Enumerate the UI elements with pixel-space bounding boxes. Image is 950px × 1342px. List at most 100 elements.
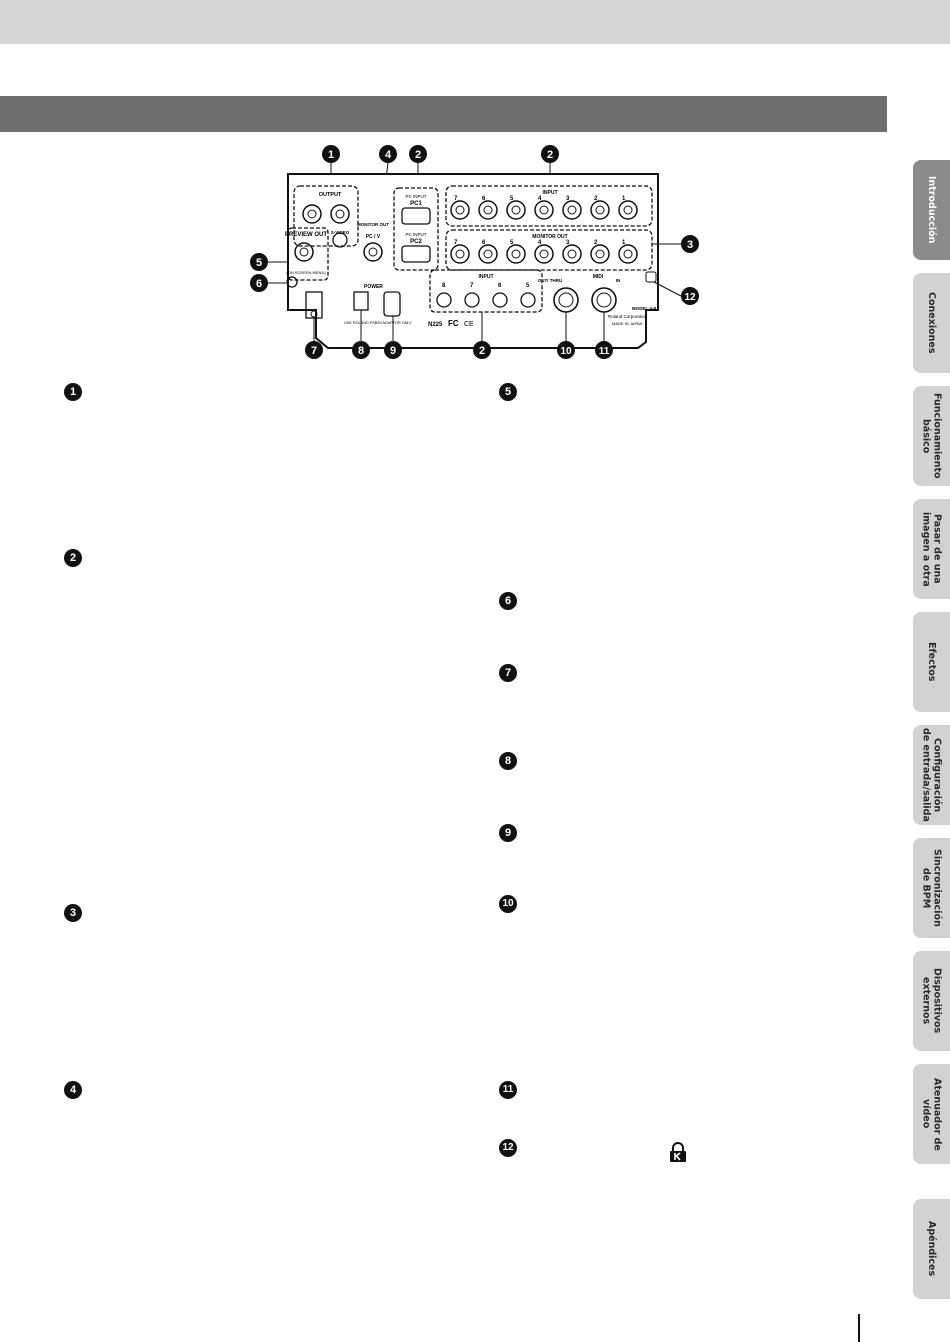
- desc-marker-5: 5: [499, 383, 517, 401]
- svideo-input-number-6: 6: [498, 283, 502, 289]
- chapter-tabs: Introducción Conexiones Funcionamiento b…: [913, 160, 950, 1300]
- monitor-out-number-2: 2: [594, 240, 598, 246]
- input-number-4: 4: [538, 196, 542, 202]
- input-bnc-core-5: [511, 205, 521, 215]
- svg-text:CE: CE: [464, 321, 474, 328]
- tab-configuracion-entrada-salida[interactable]: Configuración de entrada/salida: [913, 725, 950, 825]
- tab-label: Pasar de una imagen a otra: [920, 511, 943, 587]
- input-bnc-core-3: [567, 205, 577, 215]
- input-bnc-core-2: [595, 205, 605, 215]
- svg-text:(ON SCREEN MENU): (ON SCREEN MENU): [286, 270, 326, 275]
- svg-text:OUT/ THRU: OUT/ THRU: [538, 278, 563, 283]
- input-number-3: 3: [566, 196, 570, 202]
- tab-dispositivos-externos[interactable]: Dispositivos externos: [913, 951, 950, 1051]
- tab-apendices[interactable]: Apéndices: [913, 1199, 950, 1299]
- desc-marker-8: 8: [499, 752, 517, 770]
- monitor-out-number-1: 1: [622, 240, 626, 246]
- desc-marker-1: 1: [64, 383, 82, 401]
- svg-text:2: 2: [547, 149, 553, 161]
- input-bnc-core-1: [623, 205, 633, 215]
- tab-atenuador-video[interactable]: Atenuador de vídeo: [913, 1064, 950, 1164]
- page-number-rule: [858, 1314, 860, 1342]
- tab-efectos[interactable]: Efectos: [913, 612, 950, 712]
- pc2-dsub-port: [401, 245, 431, 263]
- svg-text:PC INPUT: PC INPUT: [405, 232, 426, 237]
- tab-label: Introducción: [926, 176, 937, 244]
- input-bnc-core-7: [455, 205, 465, 215]
- monitor-out-bnc-6: [478, 244, 498, 264]
- monitor-out-bnc-4: [534, 244, 554, 264]
- input-bnc-7: [450, 200, 470, 220]
- svg-text:IN: IN: [616, 278, 621, 283]
- monitor-out-number-5: 5: [510, 240, 514, 246]
- input-number-7: 7: [454, 196, 458, 202]
- input-bnc-3: [562, 200, 582, 220]
- input-bnc-2: [590, 200, 610, 220]
- tab-sincronizacion-bpm[interactable]: Sincronización de BPM: [913, 838, 950, 938]
- tab-label: Configuración de entrada/salida: [920, 728, 943, 822]
- svg-text:Roland Corporation: Roland Corporation: [608, 314, 648, 319]
- svg-text:2: 2: [479, 345, 485, 357]
- output-bnc-1: [302, 204, 322, 224]
- rear-panel-diagram: 1 4 2 2 OUTPUT S-VIDEO PREVIEW OUT (ON S…: [248, 142, 718, 362]
- tab-funcionamiento-basico[interactable]: Funcionamiento básico: [913, 386, 950, 486]
- svg-text:PC1: PC1: [410, 201, 422, 207]
- tab-label: Dispositivos externos: [920, 968, 943, 1034]
- svg-text:N225: N225: [428, 322, 443, 328]
- callout-top-2a: 2: [409, 145, 427, 163]
- callout-bottom-10: 10: [557, 341, 575, 359]
- input-bnc-core-4: [539, 205, 549, 215]
- svg-text:PC / V: PC / V: [366, 234, 381, 240]
- tab-label: Conexiones: [926, 292, 937, 354]
- svideo-input-port-7: [464, 292, 480, 308]
- svg-text:3: 3: [687, 239, 693, 251]
- monitor-out-bnc-core-3: [567, 249, 577, 259]
- tab-label: Atenuador de vídeo: [920, 1077, 943, 1151]
- svg-text:6: 6: [256, 278, 262, 290]
- callout-left-6: 6: [250, 274, 268, 292]
- desc-marker-3: 3: [64, 904, 82, 922]
- svg-text:11: 11: [599, 346, 610, 357]
- callout-bottom-7: 7: [305, 341, 323, 359]
- kensington-lock-icon: [667, 1141, 689, 1163]
- callout-top-2b: 2: [541, 145, 559, 163]
- callout-bottom-2: 2: [473, 341, 491, 359]
- svg-text:PC INPUT: PC INPUT: [405, 194, 426, 199]
- svg-text:POWER: POWER: [364, 284, 383, 290]
- input-number-1: 1: [622, 196, 626, 202]
- svideo-input-number-5: 5: [526, 283, 530, 289]
- svg-text:USE ROLAND PSB/M ADAPTOR ONLY: USE ROLAND PSB/M ADAPTOR ONLY: [344, 321, 412, 325]
- tab-introduccion[interactable]: Introducción: [913, 160, 950, 260]
- callout-right-12: 12: [681, 287, 699, 305]
- desc-marker-9: 9: [499, 824, 517, 842]
- callout-bottom-11: 11: [595, 341, 613, 359]
- monitor-out-pcv-bnc: [363, 242, 383, 262]
- desc-marker-11: 11: [499, 1081, 517, 1099]
- svg-text:MIDI: MIDI: [593, 274, 604, 280]
- desc-marker-7: 7: [499, 664, 517, 682]
- monitor-out-bnc-core-5: [511, 249, 521, 259]
- input-bnc-core-6: [483, 205, 493, 215]
- output-bnc-2: [330, 204, 350, 224]
- svg-text:12: 12: [684, 292, 696, 303]
- monitor-out-bnc-core-7: [455, 249, 465, 259]
- monitor-out-bnc-3: [562, 244, 582, 264]
- tab-label: Funcionamiento básico: [920, 393, 943, 479]
- tab-conexiones[interactable]: Conexiones: [913, 273, 950, 373]
- callout-top-1: 1: [322, 145, 340, 163]
- monitor-out-bnc-core-6: [483, 249, 493, 259]
- input-number-5: 5: [510, 196, 514, 202]
- tab-pasar-imagen[interactable]: Pasar de una imagen a otra: [913, 499, 950, 599]
- header-band: [0, 0, 950, 44]
- input-bnc-5: [506, 200, 526, 220]
- svg-text:MONITOR OUT: MONITOR OUT: [357, 222, 389, 227]
- monitor-out-bnc-1: [618, 244, 638, 264]
- svg-text:MADE IN JAPAN: MADE IN JAPAN: [612, 321, 642, 326]
- tab-label: Apéndices: [926, 1221, 937, 1277]
- desc-marker-10: 10: [499, 895, 517, 913]
- svideo-input-port-8: [436, 292, 452, 308]
- desc-marker-6: 6: [499, 592, 517, 610]
- monitor-out-bnc-core-1: [623, 249, 633, 259]
- callout-right-3: 3: [681, 235, 699, 253]
- monitor-out-number-4: 4: [538, 240, 542, 246]
